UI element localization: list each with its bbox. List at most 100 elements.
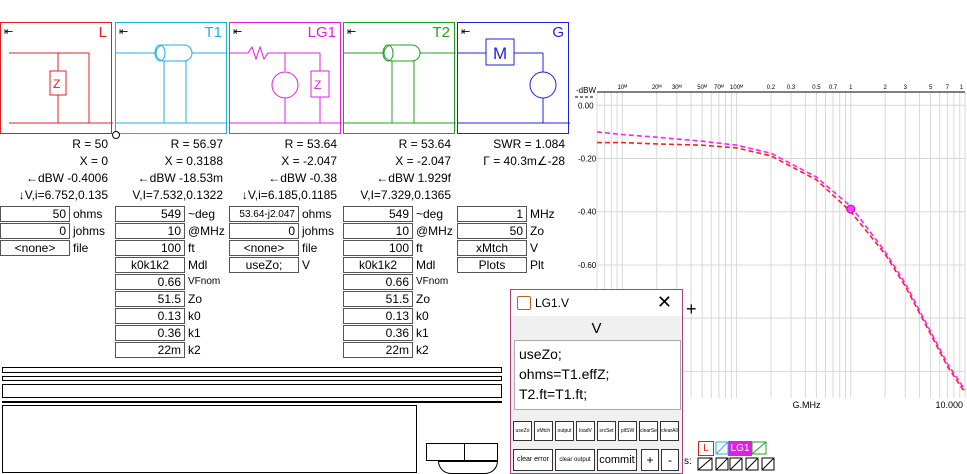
- stat-line: ←dBW -18.53m: [137, 171, 223, 185]
- x-tick-label: 10ᴹ: [617, 84, 627, 91]
- param-value-input[interactable]: 51.5: [115, 291, 185, 307]
- legend-item-l[interactable]: L: [698, 441, 714, 456]
- z-symbol: Z: [314, 78, 321, 92]
- param-label: Zo: [530, 224, 545, 238]
- y-tick-label: -0.60: [578, 261, 597, 270]
- param-row: <none>file: [0, 240, 112, 257]
- param-value-input[interactable]: 549: [115, 206, 185, 222]
- collapse-arrow-icon[interactable]: ⇤: [4, 26, 14, 38]
- param-value-input[interactable]: 1: [457, 206, 527, 222]
- collapse-arrow-icon[interactable]: ⇤: [233, 26, 243, 38]
- clear-error-button[interactable]: clear error: [513, 449, 553, 471]
- param-value-input[interactable]: 0.36: [115, 325, 185, 341]
- param-value-input[interactable]: 22m: [343, 342, 413, 358]
- param-value-input[interactable]: 0: [0, 223, 70, 239]
- tray-scroll-bar[interactable]: [2, 367, 502, 373]
- script-shortcut-button[interactable]: pltSW: [618, 421, 637, 441]
- param-value-input[interactable]: xMtch: [457, 240, 527, 256]
- lg1-v-dialog[interactable]: LG1.V ✕ V useZo; ohms=T1.effZ; T2.ft=T1.…: [510, 289, 683, 474]
- smith-dish-icon[interactable]: [438, 461, 498, 474]
- param-value-input[interactable]: 53.64-j2.047: [229, 206, 299, 222]
- close-icon[interactable]: ✕: [656, 292, 672, 312]
- collapse-arrow-icon[interactable]: ⇤: [119, 26, 129, 38]
- param-value-input[interactable]: <none>: [0, 240, 70, 256]
- param-label: V: [302, 258, 311, 272]
- script-shortcut-button[interactable]: loadV: [576, 421, 595, 441]
- minus-button[interactable]: -: [661, 449, 679, 471]
- x-tick-label: 3: [904, 85, 908, 91]
- script-shortcut-button[interactable]: clearSer: [639, 421, 658, 441]
- param-value-input[interactable]: useZo;: [229, 257, 299, 273]
- stat-line: ↓V,i=6.185,0.1185: [241, 188, 337, 202]
- script-editor[interactable]: useZo; ohms=T1.effZ; T2.ft=T1.ft;: [514, 340, 681, 410]
- impedance-chart-button[interactable]: [426, 443, 466, 461]
- block-lg1[interactable]: ⇤ LG1 Z: [229, 22, 342, 134]
- param-value-input[interactable]: 0: [229, 223, 299, 239]
- stat-line: R = 56.97: [170, 137, 223, 151]
- block-t1[interactable]: ⇤ T1: [115, 22, 228, 134]
- param-label: k1: [416, 326, 429, 340]
- block-t2[interactable]: ⇤ T2: [343, 22, 456, 134]
- param-value-input[interactable]: 10: [115, 223, 185, 239]
- stat-line: ←dBW 1.929f: [376, 171, 451, 185]
- param-value-input[interactable]: 10: [343, 223, 413, 239]
- plus-button[interactable]: +: [641, 449, 659, 471]
- param-label: k0: [416, 309, 429, 323]
- script-shortcut-button[interactable]: clearAll: [660, 421, 679, 441]
- series-line-1: [596, 131, 966, 391]
- param-value-input[interactable]: 100: [115, 240, 185, 256]
- script-shortcut-button[interactable]: output: [555, 421, 574, 441]
- param-value-input[interactable]: k0k1k2: [115, 257, 185, 273]
- x-tick-label: 7: [946, 85, 950, 91]
- param-value-input[interactable]: 549: [343, 206, 413, 222]
- script-shortcut-button[interactable]: xMtch: [534, 421, 553, 441]
- tray-scroll-bar[interactable]: [2, 376, 502, 381]
- component-palette[interactable]: [2, 405, 417, 473]
- param-row: 549~deg: [115, 206, 227, 223]
- param-label: k2: [188, 343, 201, 357]
- param-value-input[interactable]: <none>: [229, 240, 299, 256]
- dialog-titlebar[interactable]: LG1.V ✕: [511, 290, 682, 316]
- script-shortcut-button[interactable]: useZo: [513, 421, 532, 441]
- param-value-input[interactable]: Plots: [457, 257, 527, 273]
- block-generator[interactable]: ⇤ G M: [457, 22, 570, 134]
- stat-line: SWR = 1.084: [493, 137, 565, 151]
- x-tick-label: 20ᴹ: [652, 84, 662, 91]
- commit-button[interactable]: commit: [597, 449, 637, 471]
- legend-swatches[interactable]: [690, 440, 780, 474]
- param-value-input[interactable]: 0.13: [343, 308, 413, 324]
- block-load[interactable]: ⇤ L Z: [0, 22, 113, 134]
- transmission-line-icon: [116, 44, 228, 124]
- y-axis-label: -dBW: [576, 86, 596, 95]
- param-value-input[interactable]: 0.36: [343, 325, 413, 341]
- java-icon: [517, 296, 531, 310]
- param-value-input[interactable]: 0.66: [115, 274, 185, 290]
- y-tick-label: -0.20: [578, 155, 597, 164]
- x-tick-label: 50ᴹ: [697, 84, 707, 91]
- x-tick-label: 0.3: [787, 85, 796, 91]
- param-value-input[interactable]: 0.13: [115, 308, 185, 324]
- clear-output-button[interactable]: clear output: [555, 449, 595, 471]
- param-value-input[interactable]: 50: [0, 206, 70, 222]
- collapse-arrow-icon[interactable]: ⇤: [347, 26, 357, 38]
- param-value-input[interactable]: 51.5: [343, 291, 413, 307]
- param-value-input[interactable]: 100: [343, 240, 413, 256]
- param-label: VFnom: [416, 276, 449, 287]
- param-value-input[interactable]: 22m: [115, 342, 185, 358]
- param-value-input[interactable]: 0.66: [343, 274, 413, 290]
- param-value-input[interactable]: 50: [457, 223, 527, 239]
- run-button[interactable]: [464, 443, 498, 461]
- collapse-arrow-icon[interactable]: ⇤: [461, 26, 471, 38]
- param-value-input[interactable]: k0k1k2: [343, 257, 413, 273]
- script-shortcut-button[interactable]: srcSet: [597, 421, 616, 441]
